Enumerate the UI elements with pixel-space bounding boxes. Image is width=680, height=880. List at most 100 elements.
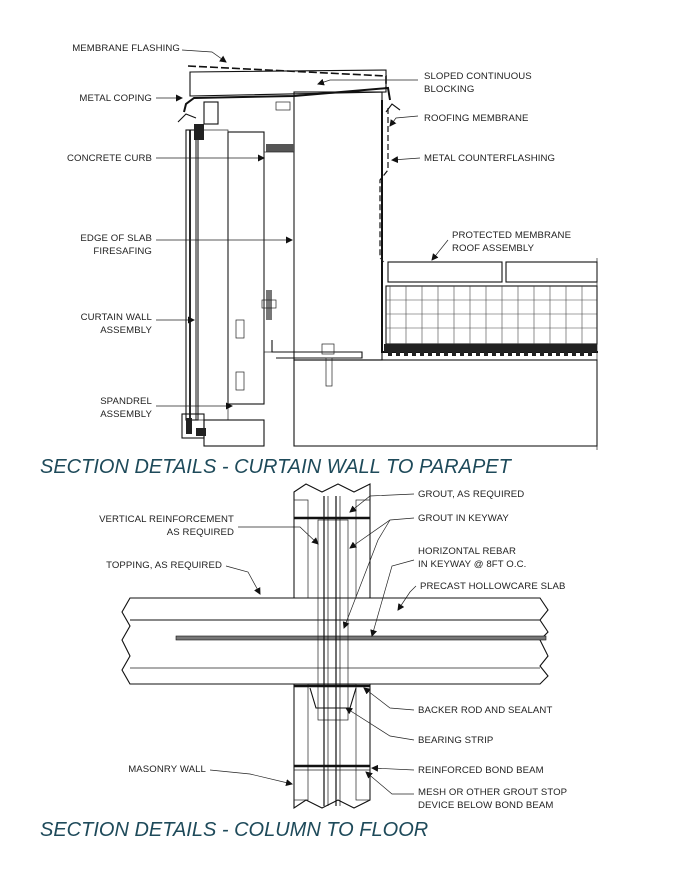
metal-coping <box>183 86 391 113</box>
label-horizontal-rebar-line1: HORIZONTAL REBAR <box>418 546 516 557</box>
title-curtain-wall-to-parapet: SECTION DETAILS - CURTAIN WALL TO PARAPE… <box>40 456 513 478</box>
label-mesh-line2: DEVICE BELOW BOND BEAM <box>418 800 553 811</box>
label-precast-slab: PRECAST HOLLOWCARE SLAB <box>420 581 566 592</box>
drainage-dimple <box>492 350 496 356</box>
leader-protected-membrane <box>431 239 449 261</box>
grout-keyway <box>317 519 349 721</box>
lower-masonry-column <box>293 683 371 810</box>
coping-drip-left <box>177 113 197 123</box>
leader-bearing-strip <box>345 707 415 741</box>
label-protected-membrane-line1: PROTECTED MEMBRANE <box>452 230 571 241</box>
label-backer-rod: BACKER ROD AND SEALANT <box>418 705 552 716</box>
drainage-dimple <box>484 350 488 356</box>
column-detail <box>121 483 549 810</box>
floor-slab <box>293 359 598 447</box>
drainage-dimple <box>588 350 592 356</box>
sloped-blocking <box>189 69 387 97</box>
label-metal-coping: METAL COPING <box>79 93 152 104</box>
label-bond-beam: REINFORCED BOND BEAM <box>418 765 544 776</box>
title-column-to-floor: SECTION DETAILS - COLUMN TO FLOOR <box>40 819 428 841</box>
drainage-dimple <box>404 350 408 356</box>
label-vertical-reinforcement-line1: VERTICAL REINFORCEMENT <box>99 514 234 525</box>
insulation-grid <box>386 286 597 344</box>
leader-grout-keyway-2 <box>342 519 391 629</box>
label-bearing-strip: BEARING STRIP <box>418 735 493 746</box>
drainage-dimple <box>516 350 520 356</box>
drainage-dimples <box>388 350 592 356</box>
drainage-dimple <box>436 350 440 356</box>
embed-stud <box>325 357 333 387</box>
label-roofing-membrane: ROOFING MEMBRANE <box>424 113 528 124</box>
drainage-dimple <box>540 350 544 356</box>
membrane-flashing <box>187 65 387 88</box>
parapet-detail <box>156 49 598 450</box>
bearing-strip <box>309 687 357 709</box>
embed-plate <box>321 343 335 355</box>
label-edge-of-slab-line1: EDGE OF SLAB <box>80 233 152 244</box>
leader-topping <box>225 565 261 595</box>
leader-mesh <box>365 771 414 795</box>
metal-counterflashing <box>379 108 389 258</box>
label-spandrel-line2: ASSEMBLY <box>100 409 152 420</box>
spandrel-insulation <box>227 131 265 405</box>
sill-gasket <box>186 418 192 434</box>
label-membrane-flashing: MEMBRANE FLASHING <box>72 43 180 54</box>
paver-1 <box>387 261 503 283</box>
drainage-dimple <box>428 350 432 356</box>
embed-angle <box>271 340 363 359</box>
drainage-dimple <box>500 350 504 356</box>
drainage-dimple <box>572 350 576 356</box>
clip-bottom <box>235 371 245 391</box>
anchor-bolt <box>266 290 272 320</box>
leader-horizontal-rebar <box>370 559 415 637</box>
leader-roofing-membrane <box>389 115 419 127</box>
drainage-dimple <box>524 350 528 356</box>
concrete-curb <box>266 144 294 152</box>
precast-slab <box>121 597 549 685</box>
label-grout-in-keyway: GROUT IN KEYWAY <box>418 513 509 524</box>
clip-top <box>235 319 245 339</box>
leader-masonry-wall <box>209 769 293 787</box>
label-spandrel-line1: SPANDREL <box>100 396 152 407</box>
parapet-wall <box>293 91 383 361</box>
upper-face-shell-right <box>355 499 371 599</box>
drainage-dimple <box>548 350 552 356</box>
label-horizontal-rebar-line2: IN KEYWAY @ 8FT O.C. <box>418 559 526 570</box>
roof-insulation <box>385 285 598 345</box>
label-grout-as-required: GROUT, AS REQUIRED <box>418 489 524 500</box>
drainage-dimple <box>564 350 568 356</box>
label-metal-counterflashing: METAL COUNTERFLASHING <box>424 153 555 164</box>
leader-counterflashing <box>391 156 421 164</box>
label-curtain-wall-line2: ASSEMBLY <box>100 325 152 336</box>
parapet-labels: MEMBRANE FLASHING METAL COPING CONCRETE … <box>67 43 571 420</box>
anchor-nut <box>261 299 277 309</box>
spandrel-bottom-frame <box>203 419 265 447</box>
leader-precast-slab <box>397 585 417 611</box>
sill-anchor <box>196 428 206 436</box>
drainage-dimple <box>468 350 472 356</box>
coping-cleat-inner <box>275 101 291 111</box>
label-sloped-blocking-line2: BLOCKING <box>424 84 474 95</box>
counterflashing-kick <box>379 257 385 263</box>
label-edge-of-slab-line2: FIRESAFING <box>93 246 152 257</box>
lower-face-shell-left <box>293 683 309 801</box>
paver-2 <box>505 261 598 283</box>
leader-bond-beam <box>371 764 415 772</box>
label-sloped-blocking-line1: SLOPED CONTINUOUS <box>424 71 532 82</box>
drainage-dimple <box>396 350 400 356</box>
leader-sloped-blocking <box>317 78 418 86</box>
lower-face-shell-right <box>355 683 371 801</box>
drainage-dimple <box>444 350 448 356</box>
drainage-dimple <box>556 350 560 356</box>
label-protected-membrane-line2: ROOF ASSEMBLY <box>452 243 535 254</box>
mullion-cap-top <box>194 124 204 140</box>
drainage-dimple <box>460 350 464 356</box>
coping-cleat <box>203 101 219 125</box>
label-topping: TOPPING, AS REQUIRED <box>106 560 222 571</box>
label-masonry-wall: MASONRY WALL <box>128 764 206 775</box>
label-vertical-reinforcement-line2: AS REQUIRED <box>167 527 234 538</box>
drainage-dimple <box>452 350 456 356</box>
label-mesh-line1: MESH OR OTHER GROUT STOP <box>418 787 567 798</box>
leader-grout-as-required <box>349 493 415 513</box>
spandrel-panel <box>197 129 229 421</box>
